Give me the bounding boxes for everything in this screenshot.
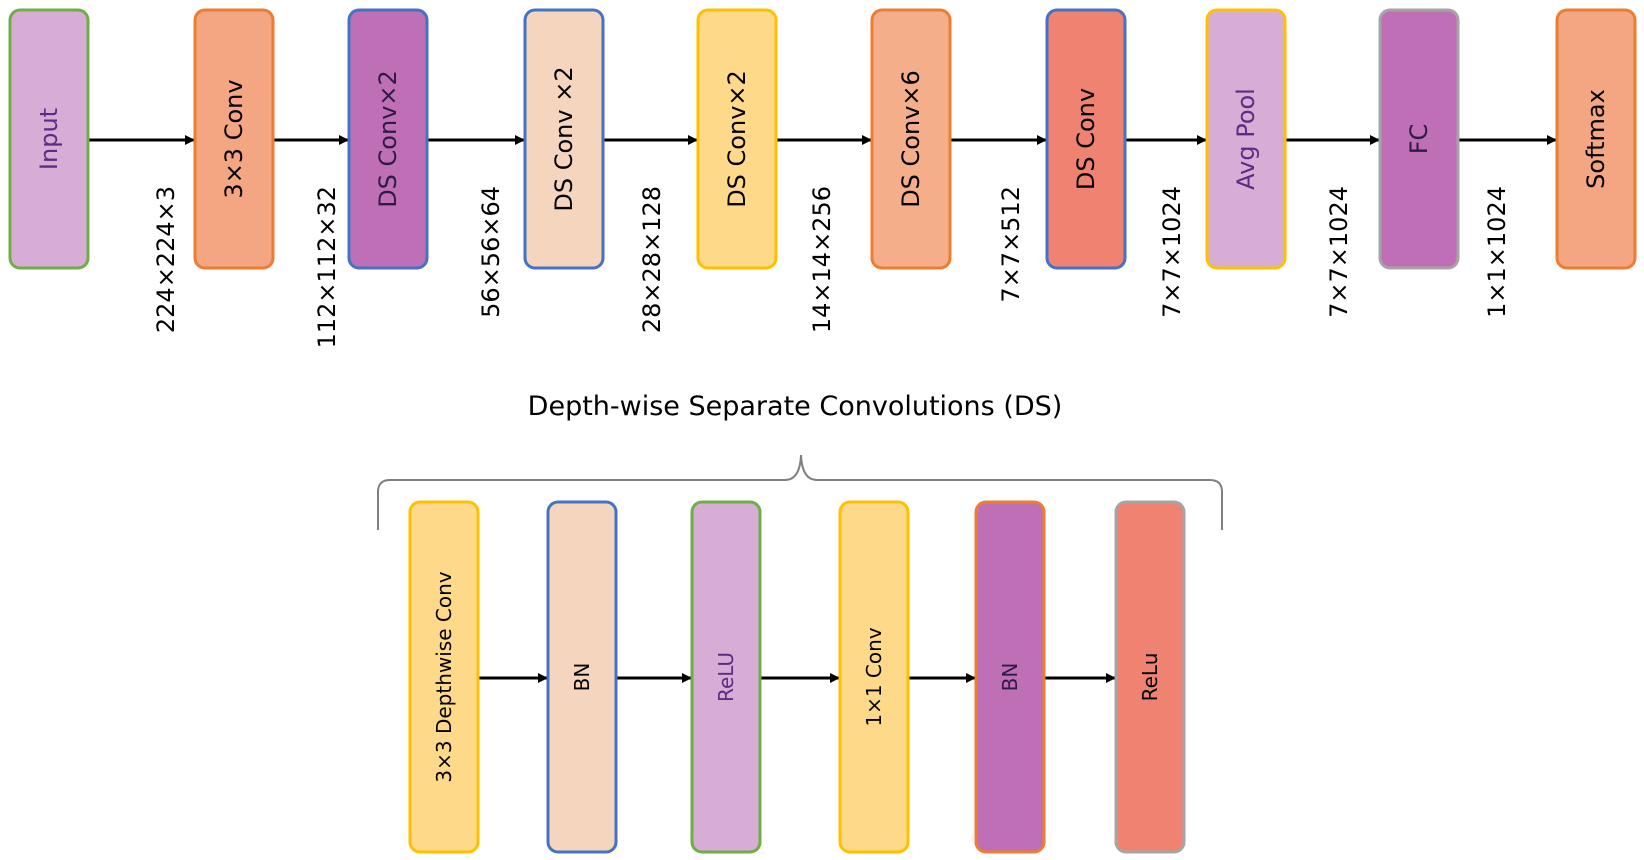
top-block-label: DS Conv ×2: [550, 66, 578, 211]
top-block-box: [523, 8, 605, 270]
ds-block-box: [838, 500, 910, 854]
top-block-ds-convx2: DS Conv×2: [696, 8, 778, 270]
top-block-box: [870, 8, 952, 270]
top-row-blocks: Input 3×3 Conv DS Conv×2 DS Conv ×2 DS Conv×…: [8, 8, 1637, 270]
ds-block-relu: ReLu: [1114, 500, 1186, 854]
top-block-fc: FC: [1378, 8, 1460, 270]
dimension-label: 224×224×3: [152, 186, 180, 333]
top-block-box: [1205, 8, 1287, 270]
bottom-row-blocks: 3×3 Depthwise Conv BN ReLU 1×1 Conv BN ReLu: [408, 500, 1186, 854]
top-block-softmax: Softmax: [1555, 8, 1637, 270]
top-block-label: Softmax: [1582, 89, 1610, 189]
top-block-label: DS Conv×2: [374, 70, 402, 208]
ds-block-box: [690, 500, 762, 854]
ds-heading: Depth-wise Separate Convolutions (DS): [528, 391, 1063, 422]
top-block-avg-pool: Avg Pool: [1205, 8, 1287, 270]
dimension-label: 56×56×64: [477, 186, 505, 318]
top-block-ds-convx6: DS Conv×6: [870, 8, 952, 270]
top-row-dimensions: 224×224×3 112×112×32 56×56×64 28×28×128 14×1…: [152, 186, 1511, 348]
ds-block-box: [974, 500, 1046, 854]
dimension-label: 7×7×1024: [1325, 186, 1353, 318]
ds-block-bn: BN: [974, 500, 1046, 854]
top-block-box: [193, 8, 275, 270]
top-block-3x3-conv: 3×3 Conv: [193, 8, 275, 270]
ds-brace: [377, 454, 1223, 530]
top-block-box: [696, 8, 778, 270]
top-block-box: [1378, 8, 1460, 270]
ds-block-label: BN: [570, 663, 594, 692]
dimension-label: 7×7×1024: [1158, 186, 1186, 318]
top-block-box: [347, 8, 429, 270]
ds-block-relu: ReLU: [690, 500, 762, 854]
dimension-label: 28×28×128: [638, 186, 666, 333]
top-block-label: Avg Pool: [1232, 88, 1260, 190]
top-block-box: [1555, 8, 1637, 270]
ds-block-box: [546, 500, 618, 854]
ds-block-box: [1114, 500, 1186, 854]
dimension-label: 7×7×512: [997, 186, 1025, 303]
top-block-ds-convx2: DS Conv×2: [347, 8, 429, 270]
ds-block-label: 1×1 Conv: [862, 627, 886, 726]
ds-block-label: ReLu: [1138, 653, 1162, 702]
ds-block-box: [408, 500, 480, 854]
top-block-label: 3×3 Conv: [220, 79, 248, 198]
ds-block-label: ReLU: [714, 652, 738, 702]
dimension-label: 1×1×1024: [1483, 186, 1511, 318]
top-block-label: Input: [35, 108, 63, 170]
top-block-ds-conv-x2: DS Conv ×2: [523, 8, 605, 270]
top-block-input: Input: [8, 8, 90, 270]
top-block-label: DS Conv×2: [723, 70, 751, 208]
top-block-box: [8, 8, 90, 270]
ds-block-label: BN: [998, 663, 1022, 692]
top-block-box: [1045, 8, 1127, 270]
dimension-label: 112×112×32: [313, 186, 341, 348]
top-block-label: FC: [1405, 124, 1433, 155]
ds-block-bn: BN: [546, 500, 618, 854]
top-block-label: DS Conv×6: [897, 70, 925, 208]
ds-block-3x3-depthwise-conv: 3×3 Depthwise Conv: [408, 500, 480, 854]
dimension-label: 14×14×256: [808, 186, 836, 333]
ds-block-1x1-conv: 1×1 Conv: [838, 500, 910, 854]
top-block-label: DS Conv: [1072, 88, 1100, 190]
ds-block-label: 3×3 Depthwise Conv: [432, 571, 456, 782]
top-block-ds-conv: DS Conv: [1045, 8, 1127, 270]
